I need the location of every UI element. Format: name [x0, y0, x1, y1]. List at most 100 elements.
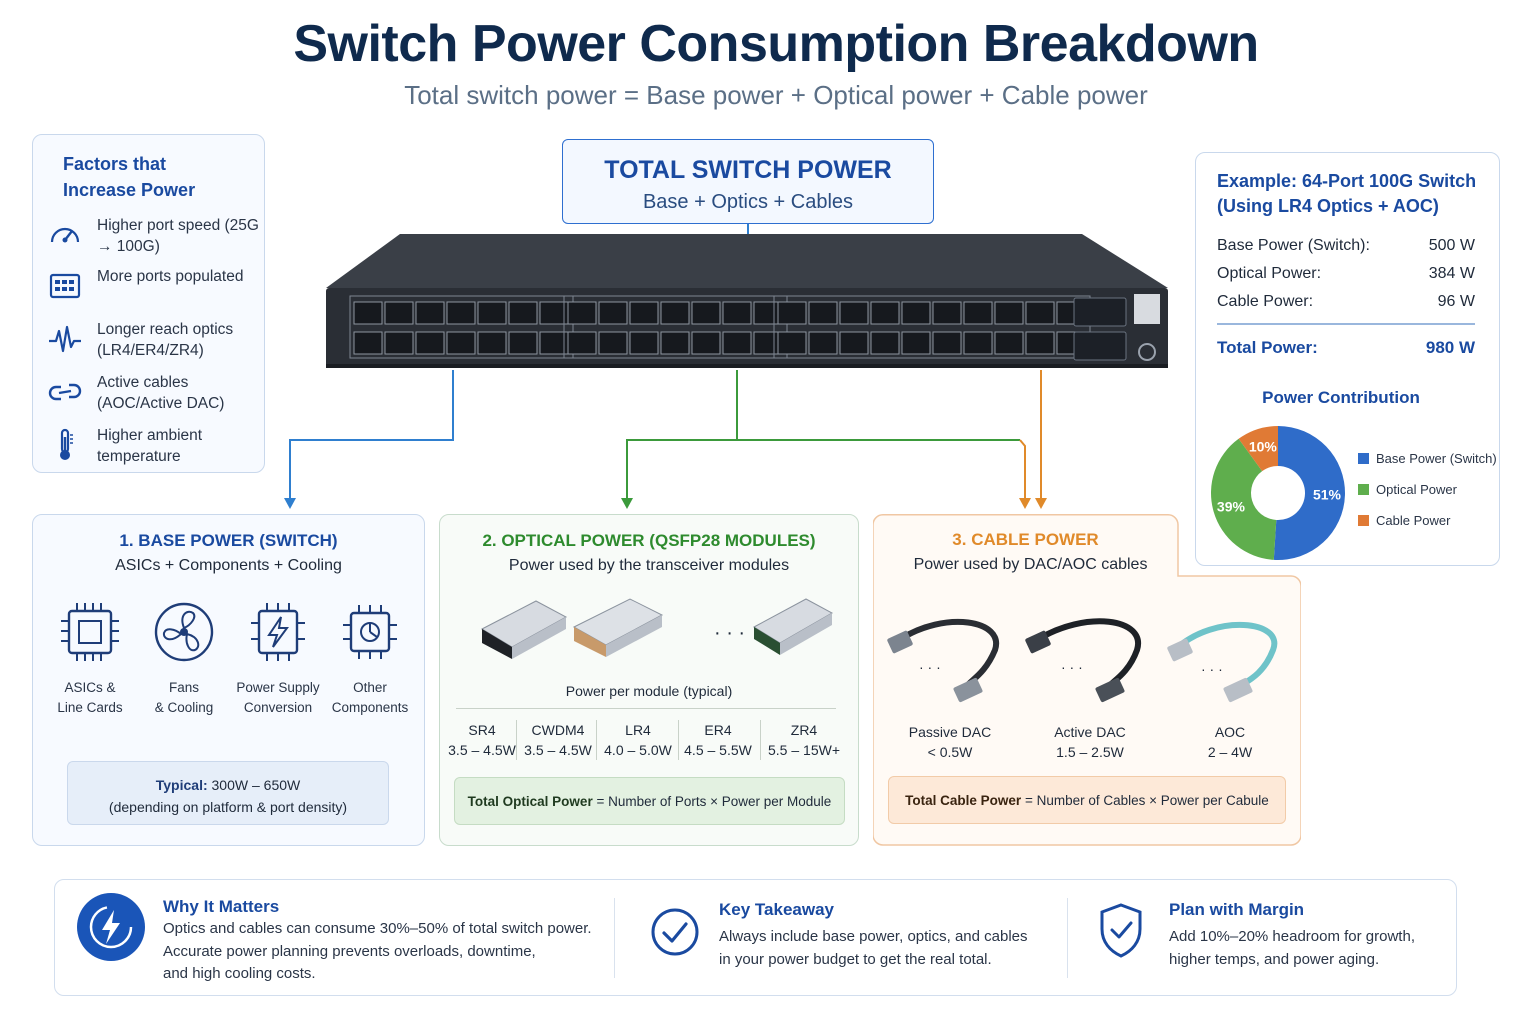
module-name: ZR4	[790, 722, 818, 738]
switch-port	[1025, 301, 1055, 325]
switch-port	[963, 301, 993, 325]
lightning-icon	[77, 893, 145, 961]
module-divider	[456, 708, 836, 709]
switch-port	[477, 301, 507, 325]
module-name: LR4	[625, 722, 651, 738]
switch-port	[994, 301, 1024, 325]
total-value: 980 W	[1425, 338, 1475, 357]
cable-card-frame	[873, 514, 1301, 846]
switch-port	[808, 331, 838, 355]
legend-label: Base Power (Switch)	[1376, 451, 1497, 466]
margin-title: Plan with Margin	[1169, 900, 1305, 919]
base-item-label: ASICs & Line Cards	[40, 678, 140, 718]
formula-bold: Total Optical Power	[467, 794, 593, 809]
switch-port	[691, 301, 721, 325]
cable-ellipsis: · · ·	[1201, 661, 1223, 677]
pie-slice-label: 10%	[1249, 438, 1278, 454]
takeaway-text: Always include base power, optics, and c…	[719, 926, 1059, 971]
label-line1: ASICs &	[64, 680, 116, 695]
row-value: 96 W	[1437, 293, 1475, 310]
qsfp-module-icon	[572, 598, 664, 657]
base-item-fans: Fans & Cooling	[149, 601, 219, 718]
legend-item-optical: Optical Power	[1358, 482, 1457, 497]
bottom-info-bar: Why It Matters Optics and cables can con…	[54, 879, 1457, 996]
switch-port	[477, 331, 507, 355]
formula-rest: = Number of Ports × Power per Module	[592, 794, 832, 809]
port-group-frame	[773, 295, 1091, 359]
switch-port	[901, 331, 931, 355]
total-power-title: TOTAL SWITCH POWER	[604, 156, 892, 184]
factor-text: More ports populated	[97, 268, 244, 285]
switch-port	[777, 331, 807, 355]
optical-power-title: 2. OPTICAL POWER (QSFP28 MODULES)	[482, 531, 816, 550]
switch-port	[691, 331, 721, 355]
module-sep	[678, 720, 679, 760]
factors-title: Factors that Increase Power	[63, 154, 196, 200]
cable-ellipsis: · · ·	[919, 659, 941, 675]
waveform-icon	[49, 325, 81, 353]
active-dac-cable	[1034, 618, 1142, 689]
bottom-divider	[1067, 898, 1068, 978]
switch-port	[660, 331, 690, 355]
module-sep	[516, 720, 517, 760]
row-value: 384 W	[1428, 265, 1475, 282]
switch-port	[415, 301, 445, 325]
legend-item-cable: Cable Power	[1358, 513, 1450, 528]
cable-power-subtitle: Power used by DAC/AOC cables	[913, 556, 1148, 573]
example-card: Example: 64-Port 100G Switch(Using LR4 O…	[1195, 152, 1500, 566]
module-power: 4.5 – 5.5W	[684, 742, 752, 758]
qsfp-module-icon	[480, 600, 568, 659]
switch-port	[384, 301, 414, 325]
pie-slice	[1211, 438, 1277, 560]
label-line2: & Cooling	[154, 700, 214, 715]
cable-formula-note: Total Cable Power = Number of Cables × P…	[888, 776, 1286, 824]
margin-line2: higher temps, and power aging.	[1169, 950, 1380, 968]
label-line2: Line Cards	[57, 700, 123, 715]
switch-port	[384, 331, 414, 355]
legend-swatch	[1358, 453, 1369, 464]
switch-port	[508, 331, 538, 355]
cable-connector-icon	[1025, 630, 1051, 654]
label-line1: Fans	[168, 680, 199, 695]
switch-port	[722, 331, 752, 355]
module-sep	[760, 720, 761, 760]
page-subtitle: Total switch power = Base power + Optica…	[404, 80, 1148, 110]
switch-port	[629, 301, 659, 325]
switch-port	[629, 331, 659, 355]
pie-slice-label: 39%	[1217, 499, 1246, 515]
switch-port	[994, 331, 1024, 355]
cable-connector-icon	[1167, 638, 1193, 662]
cable-item-passive: Passive DAC< 0.5W	[885, 722, 1015, 762]
switch-port	[353, 301, 383, 325]
checkmark-circle-icon	[651, 908, 699, 956]
margin-text: Add 10%–20% headroom for growth,higher t…	[1169, 926, 1449, 971]
switch-port	[567, 301, 597, 325]
module-name: CWDM4	[531, 722, 585, 738]
cable-ellipsis: · · ·	[1061, 659, 1083, 675]
factor-item: Longer reach optics (LR4/ER4/ZR4)	[47, 319, 262, 363]
base-typical-note: Typical: 300W – 650W(depending on platfo…	[67, 761, 389, 825]
switch-port	[660, 301, 690, 325]
pie-chart: 51%39%10%	[1211, 426, 1345, 560]
power-supply-icon	[251, 603, 305, 661]
switch-port	[353, 331, 383, 355]
switch-port	[963, 331, 993, 355]
cable-power: 2 – 4W	[1207, 744, 1253, 760]
legend-label: Cable Power	[1376, 513, 1451, 528]
key-takeaway: Key Takeaway Always include base power, …	[635, 880, 1065, 997]
switch-port	[446, 331, 476, 355]
factors-card: Factors that Increase Power Higher port …	[32, 134, 265, 473]
cable-connector-icon	[887, 630, 913, 654]
module-power: 3.5 – 4.5W	[448, 742, 516, 758]
passive-dac-cable	[896, 618, 1000, 689]
pie-slice	[1238, 426, 1278, 472]
label-line2: Conversion	[243, 700, 313, 715]
note-value: 300W – 650W	[207, 777, 301, 793]
base-power-subtitle: ASICs + Components + Cooling	[115, 557, 342, 574]
cable-power: 1.5 – 2.5W	[1056, 744, 1124, 760]
